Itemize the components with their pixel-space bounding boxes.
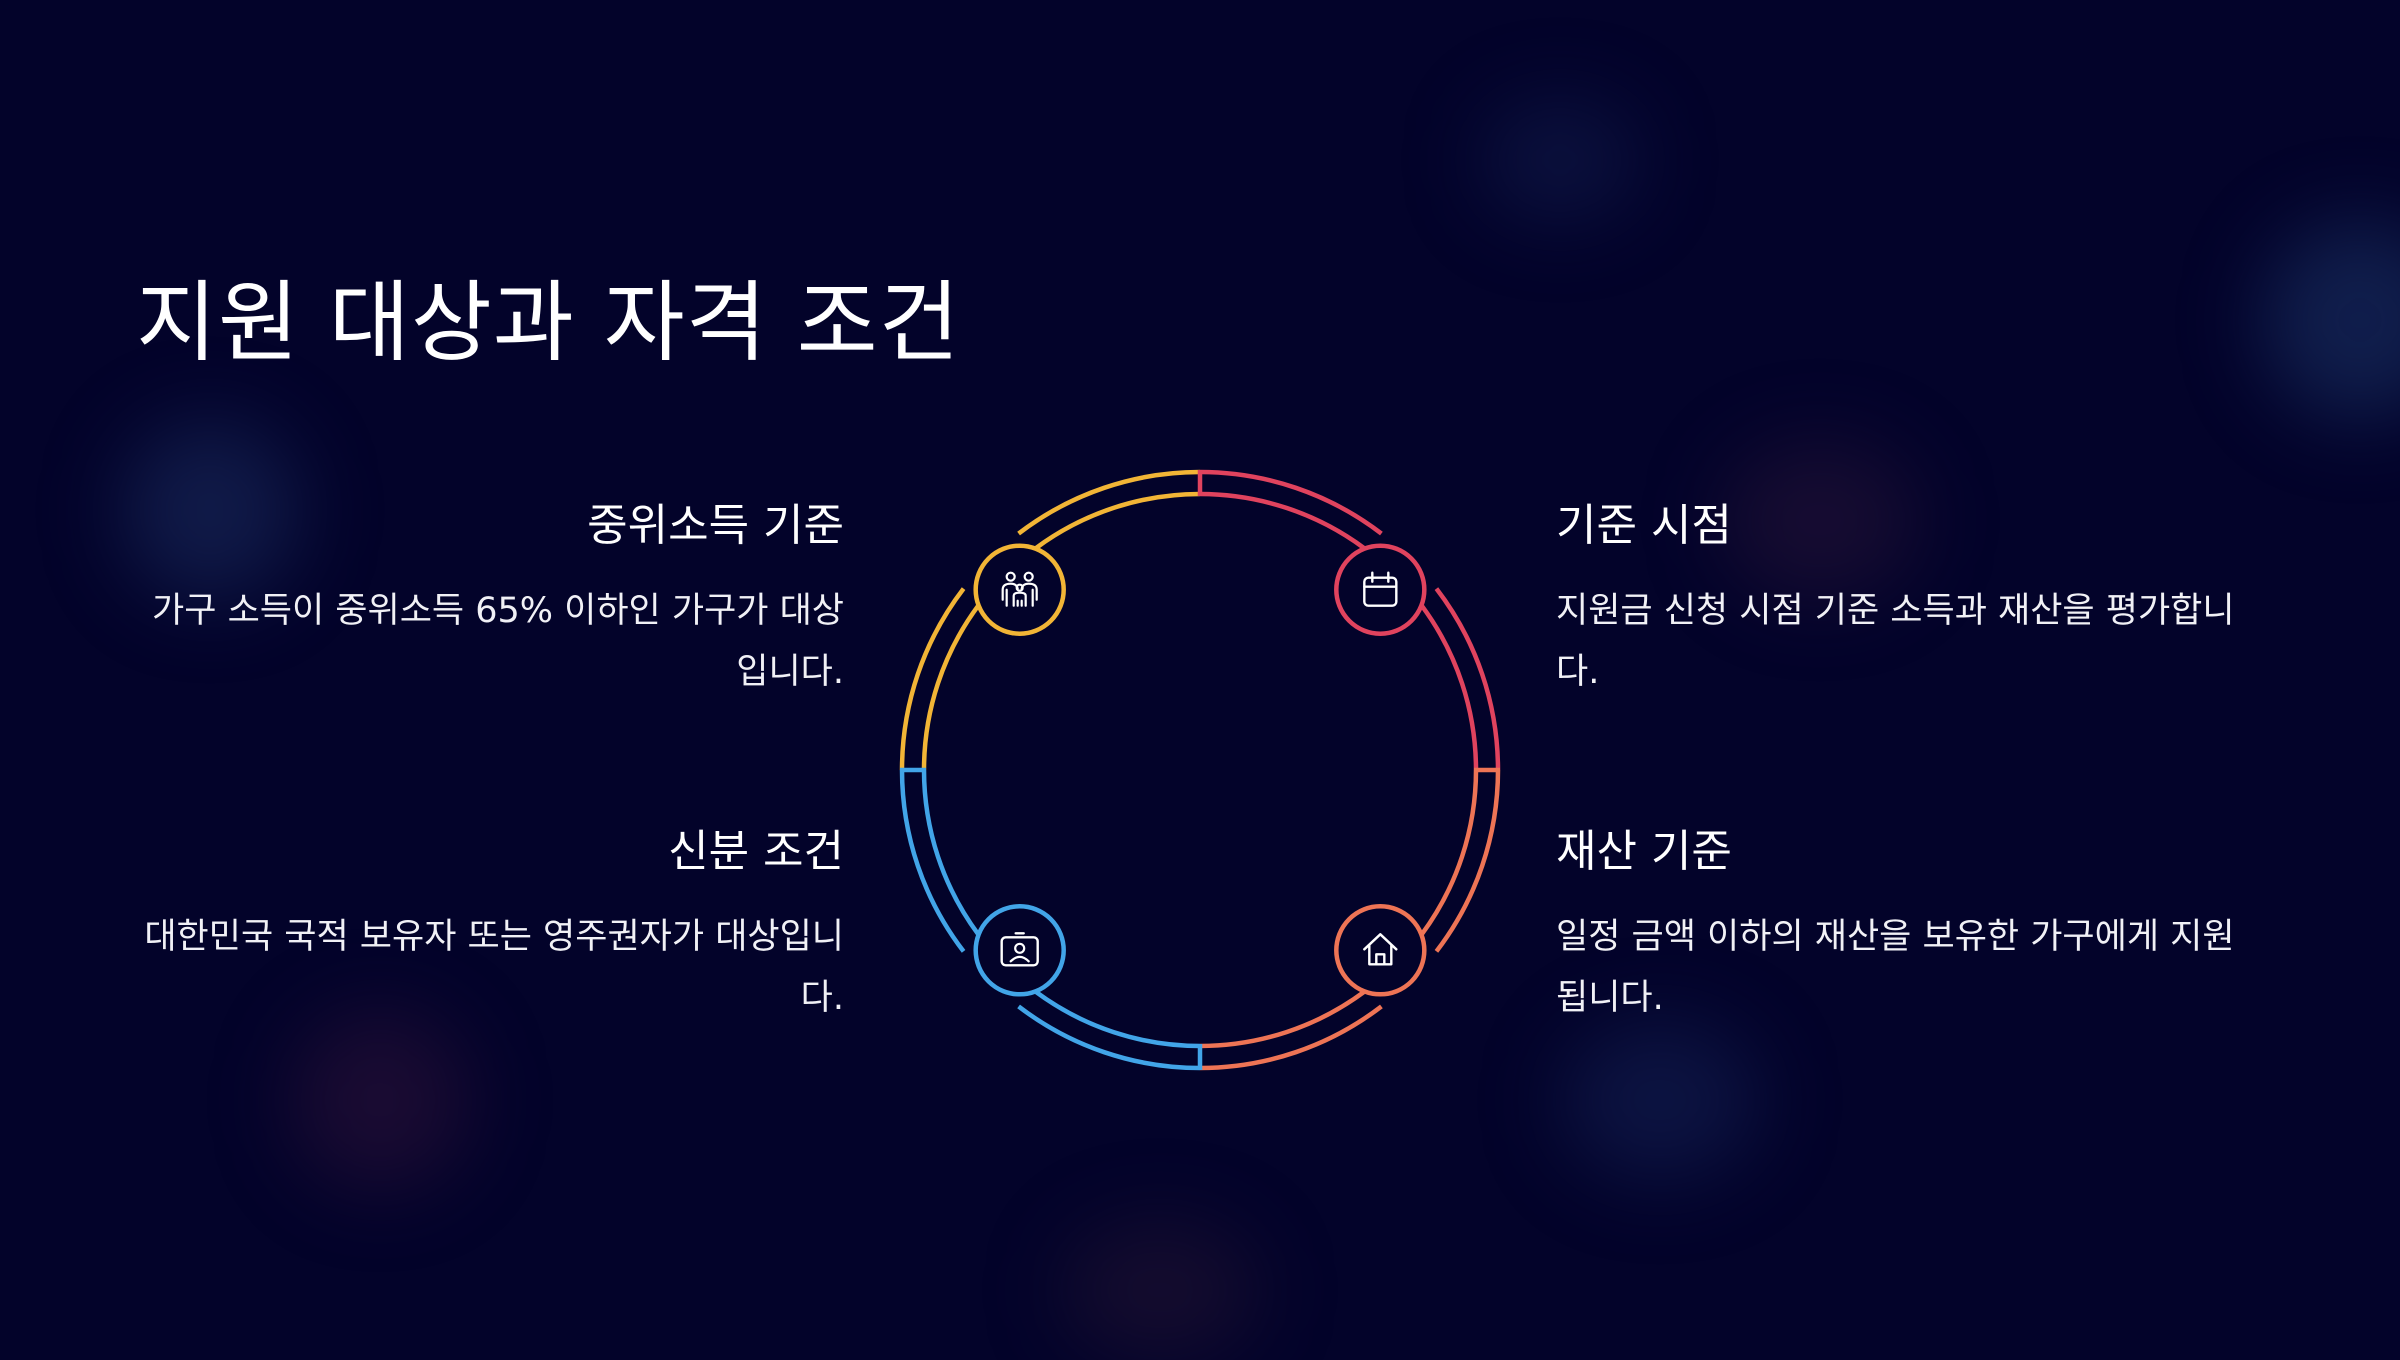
assets-outer-arc-a	[1434, 769, 1501, 953]
identity-criterion-block: 신분 조건 대한민국 국적 보유자 또는 영주권자가 대상입니다.	[134, 826, 844, 1029]
income-outer-arc-b	[1017, 469, 1201, 536]
identity-criterion-title: 신분 조건	[668, 826, 844, 877]
income-criterion-title: 중위소득 기준	[587, 500, 844, 551]
timing-inner-arc-b	[1420, 604, 1479, 771]
assets-criterion-title: 재산 기준	[1556, 826, 1732, 877]
assets-criterion-desc: 일정 금액 이하의 재산을 보유한 가구에게 지원됩니다.	[1556, 916, 2235, 1018]
family-icon	[1001, 571, 1038, 607]
identity-criterion-desc: 대한민국 국적 보유자 또는 영주권자가 대상입니다.	[144, 916, 844, 1018]
assets-node	[1334, 904, 1427, 997]
assets-inner-arc-b	[1199, 990, 1366, 1049]
timing-outer-arc-b	[1434, 587, 1501, 771]
identity-outer-arc-a	[1017, 1004, 1201, 1071]
house-icon	[1363, 933, 1398, 966]
timing-node	[1334, 543, 1427, 636]
timing-criterion-title: 기준 시점	[1556, 500, 1732, 551]
ring-nodes	[973, 543, 1427, 997]
assets-outer-arc-b	[1199, 1004, 1383, 1071]
identity-node-circle	[973, 904, 1066, 997]
timing-outer-arc-a	[1199, 469, 1383, 536]
identity-node	[973, 904, 1066, 997]
page-title: 지원 대상과 자격 조건	[136, 271, 961, 374]
income-criterion-desc: 가구 소득이 중위소득 65% 이하인 가구가 대상입니다.	[152, 590, 844, 692]
timing-inner-arc-a	[1199, 491, 1366, 550]
timing-node-circle	[1334, 543, 1427, 636]
income-criterion-block: 중위소득 기준 가구 소득이 중위소득 65% 이하인 가구가 대상입니다.	[134, 500, 844, 703]
timing-criterion-desc: 지원금 신청 시점 기준 소득과 재산을 평가합니다.	[1556, 590, 2235, 692]
income-node	[973, 543, 1066, 636]
income-inner-arc-a	[921, 604, 980, 771]
calendar-icon	[1363, 571, 1398, 607]
assets-node-circle	[1334, 904, 1427, 997]
assets-criterion-block: 재산 기준 일정 금액 이하의 재산을 보유한 가구에게 지원됩니다.	[1556, 826, 2266, 1029]
income-inner-arc-b	[1034, 491, 1201, 550]
timing-criterion-block: 기준 시점 지원금 신청 시점 기준 소득과 재산을 평가합니다.	[1556, 500, 2266, 703]
identity-inner-arc-a	[1034, 990, 1201, 1049]
income-outer-arc-a	[899, 587, 966, 771]
id-card-icon	[1000, 932, 1039, 967]
assets-inner-arc-a	[1420, 769, 1479, 936]
identity-inner-arc-b	[921, 769, 980, 936]
identity-outer-arc-b	[899, 769, 966, 953]
ring-arcs	[899, 469, 1501, 1071]
